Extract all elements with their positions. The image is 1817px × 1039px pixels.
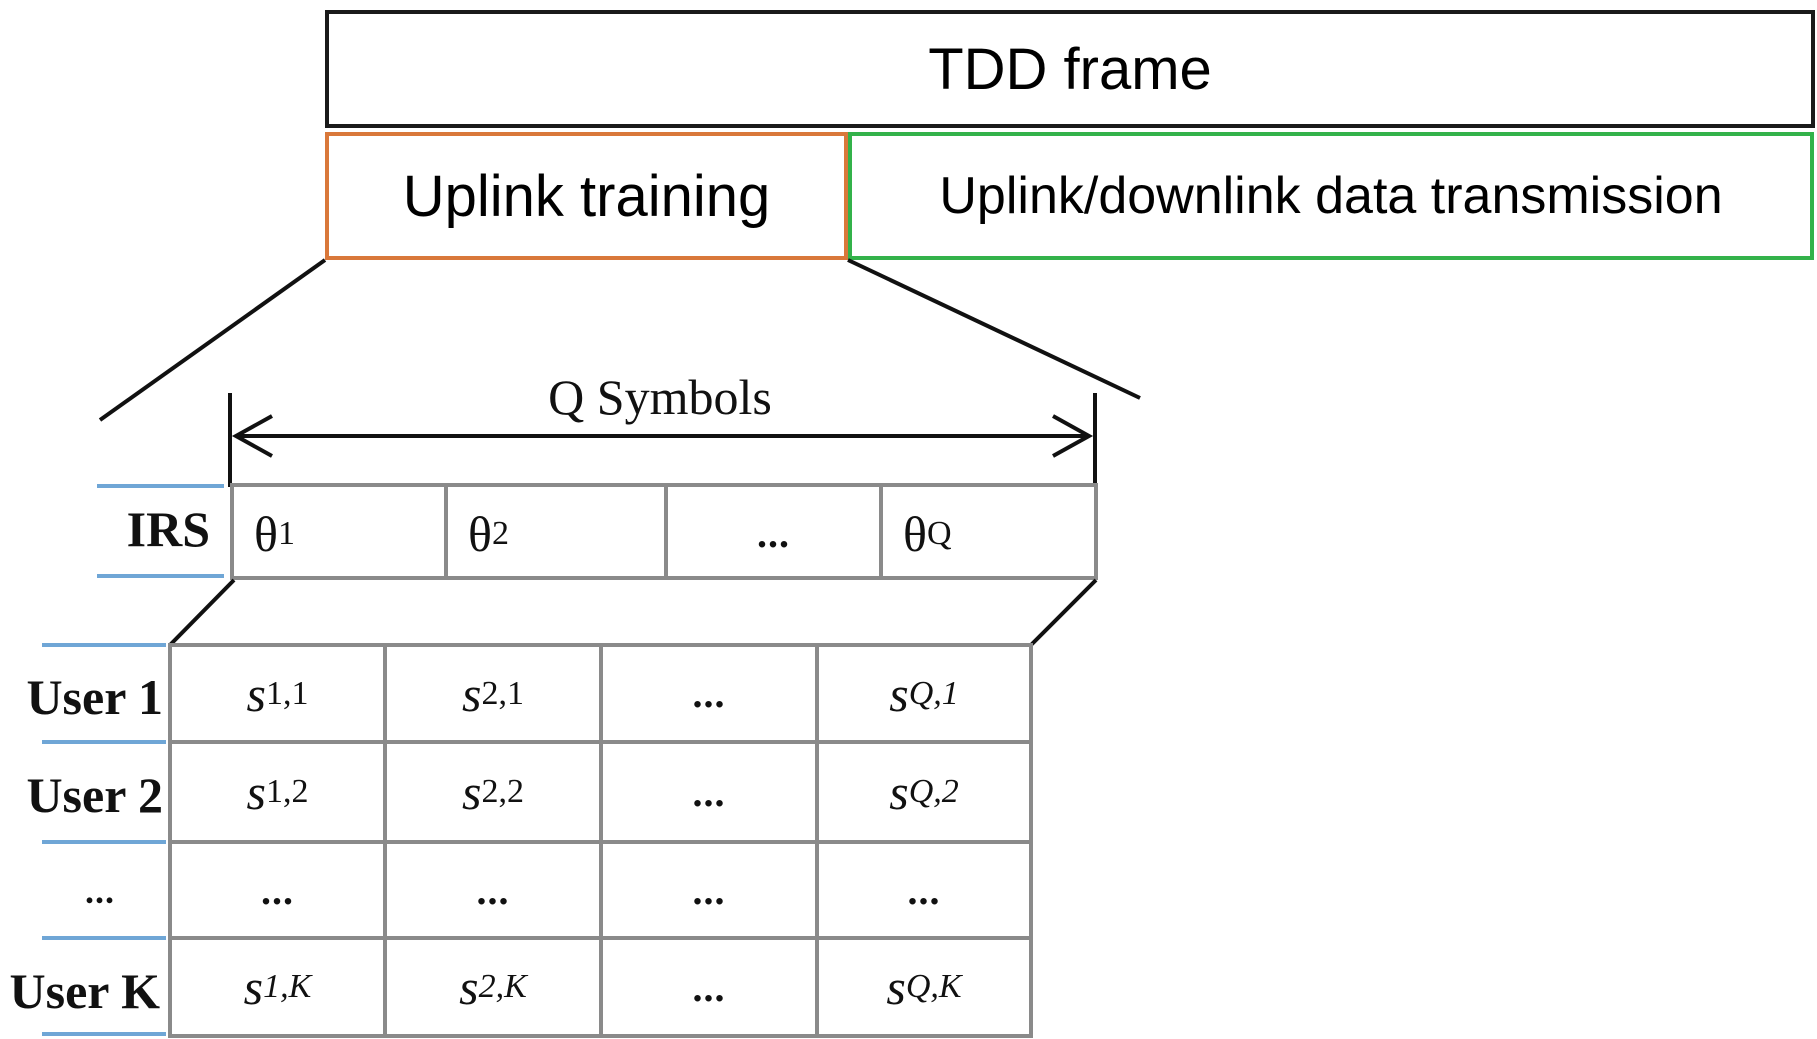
pilot-base: ... xyxy=(261,867,294,913)
span-arrow-head-right xyxy=(1052,414,1094,458)
pilot-cell: ... xyxy=(385,842,601,938)
pilot-cell: ... xyxy=(817,842,1031,938)
pilot-base: s xyxy=(889,665,909,722)
user-row-label: User K xyxy=(9,963,160,1019)
phase-base: θ xyxy=(468,505,492,562)
pilot-base: s xyxy=(246,665,266,722)
span-arrow-head-left xyxy=(231,414,273,458)
phase-sub: 2 xyxy=(491,514,509,552)
zoom-line-right xyxy=(847,258,1141,400)
user-row-label: ... xyxy=(85,871,115,911)
pilot-sub: 1,1 xyxy=(265,674,309,712)
pilot-base: ... xyxy=(692,964,726,1010)
pilot-base: ... xyxy=(907,867,941,913)
q-symbols-label: Q Symbols xyxy=(548,369,772,425)
pilot-base: s xyxy=(459,959,479,1015)
pilot-sub: Q,1 xyxy=(908,674,959,712)
pilot-cell: ... xyxy=(601,842,817,938)
phase-sub: Q xyxy=(926,514,952,552)
pilot-cell: ... xyxy=(601,645,817,742)
trapezoid-left xyxy=(168,578,236,647)
pilot-base: ... xyxy=(692,671,726,716)
data-transmission-label: Uplink/downlink data transmission xyxy=(939,167,1723,225)
pilot-sub: Q,K xyxy=(905,968,962,1005)
pilot-cell: ... xyxy=(170,842,385,938)
trapezoid-right xyxy=(1029,578,1098,647)
phase-base: θ xyxy=(903,505,927,562)
pilot-sub: Q,2 xyxy=(908,773,959,810)
pilot-sub: 2,1 xyxy=(481,674,524,712)
irs-phase-cell: ... xyxy=(666,485,881,578)
uplink-training-box: Uplink training xyxy=(325,132,848,260)
pilot-sub: 2,K xyxy=(478,968,527,1005)
phase-sub: 1 xyxy=(277,514,295,552)
user-row-label: User 2 xyxy=(26,767,163,823)
pilot-base: ... xyxy=(476,867,510,913)
pilot-base: ... xyxy=(692,867,726,913)
pilot-sub: 1,K xyxy=(263,968,312,1005)
pilot-base: s xyxy=(886,959,906,1015)
pilot-base: s xyxy=(243,959,264,1015)
pilot-base: s xyxy=(462,665,482,722)
data-transmission-box: Uplink/downlink data transmission xyxy=(848,132,1814,260)
uplink-training-label: Uplink training xyxy=(402,163,771,229)
tdd-frame-box: TDD frame xyxy=(325,10,1815,128)
irs-label: IRS xyxy=(126,501,210,557)
phase-base: θ xyxy=(254,505,278,562)
pilot-base: s xyxy=(462,764,482,820)
pilot-base: s xyxy=(889,764,909,820)
tdd-frame-title: TDD frame xyxy=(928,36,1212,102)
pilot-cell: ... xyxy=(601,742,817,842)
pilot-cell: ... xyxy=(601,938,817,1036)
pilot-sub: 2,2 xyxy=(481,773,524,810)
zoom-line-left xyxy=(98,258,327,422)
pilot-base: ... xyxy=(692,769,726,815)
pilot-base: s xyxy=(246,764,266,820)
phase-base: ... xyxy=(757,511,790,556)
pilot-sub: 1,2 xyxy=(265,773,309,810)
user-row-label: User 1 xyxy=(26,669,163,725)
